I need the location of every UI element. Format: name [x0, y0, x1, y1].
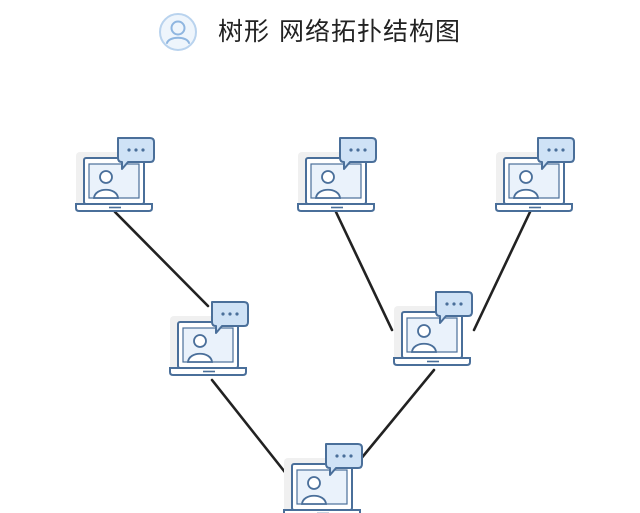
edge-leaf-2-to-mid-right: [334, 210, 394, 332]
header: 树形 网络拓扑结构图: [0, 0, 640, 70]
node-leaf-1-laptop-icon: [75, 137, 155, 212]
edges-layer: [113, 210, 532, 478]
node-mid-right-laptop-icon: [393, 291, 473, 366]
nodes-layer: [75, 137, 575, 513]
edge-mid-right-to-root: [353, 368, 436, 468]
node-leaf-3-laptop-icon: [495, 137, 575, 212]
user-avatar-icon: [159, 13, 197, 51]
node-leaf-2-laptop-icon: [297, 137, 377, 212]
edge-mid-left-to-root: [210, 378, 290, 478]
edge-leaf-1-to-mid-left: [113, 210, 210, 308]
node-mid-left-laptop-icon: [169, 301, 249, 376]
diagram-title: 树形 网络拓扑结构图: [218, 17, 461, 46]
edge-leaf-3-to-mid-right: [472, 210, 532, 332]
node-root-laptop-icon: [283, 443, 363, 513]
